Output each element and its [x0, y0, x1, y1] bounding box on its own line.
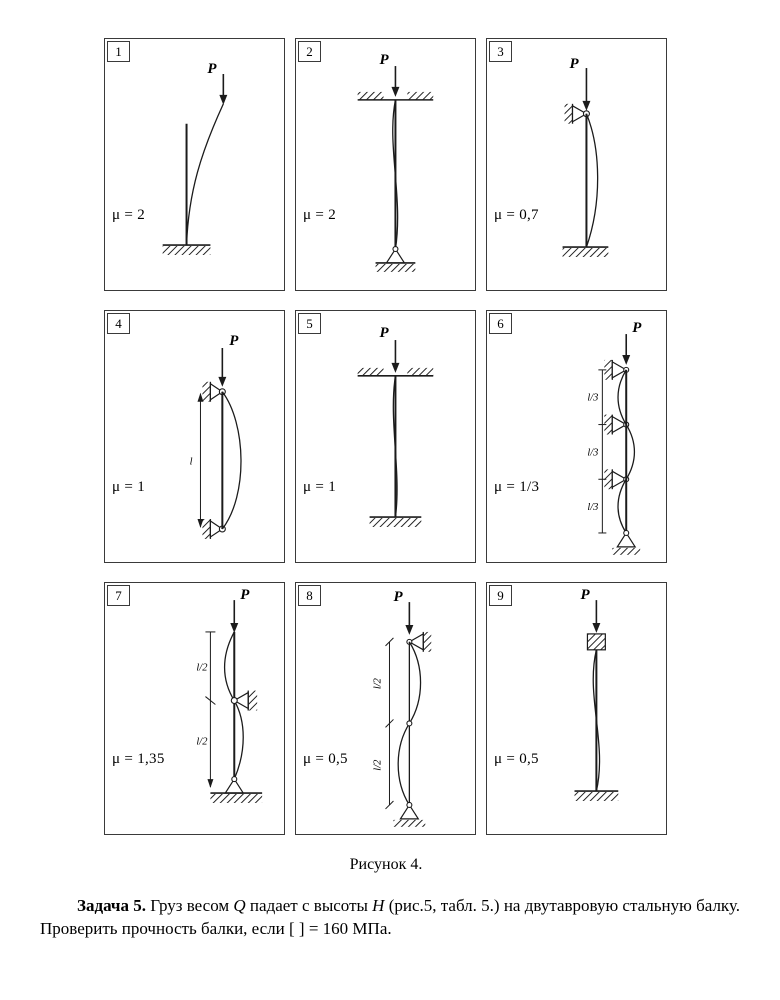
figure-caption: Рисунок 4. — [349, 856, 423, 873]
panel-4: 4 μ = 1 — [104, 310, 285, 563]
deflection-curve — [392, 375, 398, 518]
dim-label: l/2 — [196, 736, 207, 747]
deflection-curve — [585, 113, 599, 248]
mu-value: μ = 0,5 — [303, 751, 348, 767]
panel-5: 5 μ = 1 P — [295, 310, 476, 563]
pin-support-bottom-icon — [612, 529, 641, 555]
panel-7: 7 μ = 1,35 — [104, 582, 285, 835]
pin-support-bottom-icon — [210, 776, 263, 803]
problem-var-q: Q — [233, 896, 246, 915]
dimension-line — [598, 369, 607, 534]
buckling-diagram-1: P — [162, 61, 228, 255]
load-arrow-icon — [582, 68, 591, 111]
mu-value: μ = 1 — [303, 479, 337, 495]
buckling-diagram-8: l/2 l/2 P — [373, 589, 432, 827]
pin-support-icon — [564, 103, 590, 124]
panel-9: 9 μ = 0,5 P — [486, 582, 667, 835]
panel-3: 3 μ = 0,7 — [486, 38, 667, 291]
panel-6: 6 μ = 1/3 — [486, 310, 667, 563]
mu-value: μ = 1/3 — [494, 479, 540, 495]
load-label: P — [380, 325, 390, 341]
dim-label: l/3 — [587, 502, 598, 513]
dim-label: l/3 — [587, 447, 598, 458]
pin-support-mid1-icon — [604, 414, 630, 435]
problem-label: Задача 5. — [77, 896, 146, 915]
dim-label: l/2 — [373, 760, 384, 771]
load-arrow-icon — [219, 74, 228, 105]
load-label: P — [207, 61, 217, 77]
load-arrow-icon — [230, 600, 239, 633]
panel-number: 3 — [489, 41, 512, 62]
panel-number: 1 — [107, 41, 130, 62]
mu-value: μ = 0,5 — [494, 751, 539, 767]
pin-support-mid-icon — [230, 690, 258, 711]
mu-value: μ = 0,7 — [494, 207, 539, 223]
load-label: P — [580, 587, 590, 603]
panel-2: 2 μ = 2 — [295, 38, 476, 291]
problem-statement: Задача 5. Груз весом Q падает с высоты H… — [40, 894, 740, 941]
dimension-line — [205, 631, 216, 789]
panel-number: 8 — [298, 585, 321, 606]
load-arrow-icon — [391, 340, 400, 373]
problem-var-h: H — [372, 896, 385, 915]
mu-value: μ = 1,35 — [112, 751, 165, 767]
deflection-curve — [592, 649, 601, 792]
panel-number: 4 — [107, 313, 130, 334]
slider-support-icon — [586, 633, 606, 651]
dim-label: l/2 — [373, 678, 384, 689]
load-arrow-icon — [405, 602, 414, 635]
problem-text-1: Груз весом — [146, 896, 234, 915]
load-label: P — [393, 589, 403, 605]
buckling-diagram-9: P — [574, 587, 619, 801]
load-label: P — [570, 56, 580, 72]
deflection-curve — [185, 103, 224, 246]
deflection-curve — [221, 391, 242, 530]
panel-number: 7 — [107, 585, 130, 606]
mid-hinge-icon — [406, 720, 413, 727]
buckling-diagram-6: l/3 l/3 l/3 P — [587, 320, 642, 555]
pin-support-bottom-icon — [393, 801, 426, 827]
fixed-base-icon — [162, 244, 211, 255]
load-label: P — [380, 52, 390, 68]
pin-support-top-icon — [406, 631, 432, 652]
pin-support-icon — [375, 245, 416, 272]
load-label: P — [240, 587, 250, 603]
dim-label: l — [190, 456, 193, 467]
buckling-diagram-4: l P — [190, 333, 242, 539]
fixed-base-icon — [562, 246, 609, 257]
fixed-base-icon — [369, 516, 422, 527]
deflection-curve — [617, 369, 636, 534]
load-arrow-icon — [592, 600, 601, 633]
deflection-curve — [392, 99, 399, 250]
buckling-diagram-5: P — [357, 325, 434, 527]
problem-text-3: (рис.5, табл. 5.) на двутавровую стальну… — [40, 896, 740, 939]
buckling-diagram-3: P — [562, 56, 609, 257]
dim-label: l/3 — [587, 393, 598, 404]
panel-number: 5 — [298, 313, 321, 334]
panel-8: 8 μ = 0,5 — [295, 582, 476, 835]
load-label: P — [229, 333, 239, 349]
mu-value: μ = 2 — [112, 207, 146, 223]
buckling-diagram-2: P — [357, 52, 434, 272]
figure-grid: 1 μ = 2 P 2 μ = 2 — [104, 38, 667, 835]
panel-number: 9 — [489, 585, 512, 606]
panel-number: 6 — [489, 313, 512, 334]
load-arrow-icon — [218, 347, 227, 387]
load-arrow-icon — [391, 66, 400, 97]
panel-1: 1 μ = 2 P — [104, 38, 285, 291]
buckling-diagram-7: l/2 l/2 P — [196, 587, 263, 803]
mu-value: μ = 2 — [303, 207, 337, 223]
mu-value: μ = 1 — [112, 479, 146, 495]
dim-label: l/2 — [196, 663, 207, 674]
dimension-line — [197, 392, 204, 528]
dimension-line — [385, 637, 394, 810]
load-arrow-icon — [622, 334, 631, 365]
problem-text-2: падает с высоты — [245, 896, 373, 915]
fixed-base-icon — [574, 790, 619, 801]
pin-support-mid2-icon — [604, 469, 630, 490]
panel-number: 2 — [298, 41, 321, 62]
load-label: P — [632, 320, 642, 336]
pin-support-top-icon — [604, 359, 630, 380]
